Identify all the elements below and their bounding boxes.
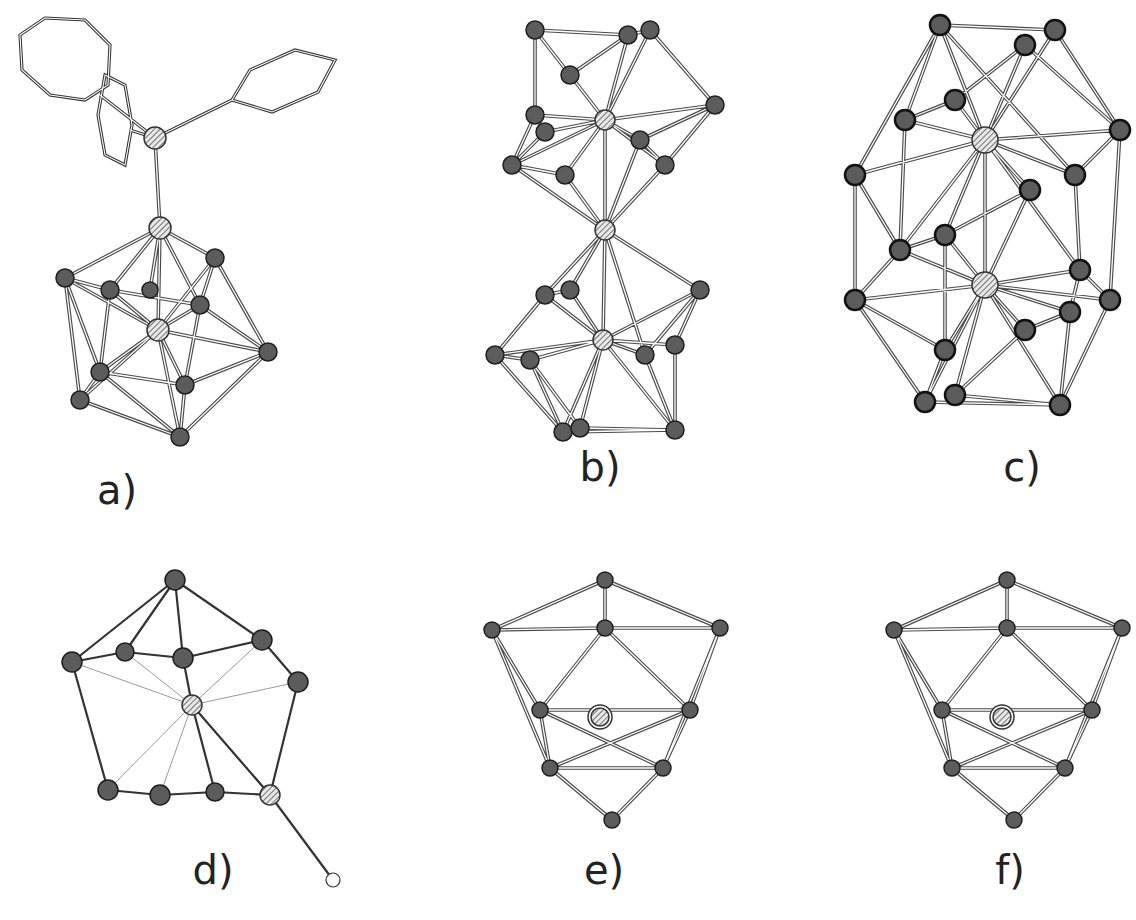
- structure-b: [486, 21, 724, 441]
- panel-label: c): [1003, 445, 1041, 489]
- panel-label: a): [97, 468, 137, 512]
- structure-e: [484, 572, 728, 828]
- structure-f: [886, 572, 1130, 828]
- panel-label: b): [580, 445, 621, 489]
- structure-a: [20, 18, 335, 446]
- structure-d: [62, 570, 340, 887]
- panel-label: e): [584, 848, 624, 892]
- panel-label: f): [995, 848, 1025, 892]
- panel-label: d): [193, 848, 234, 892]
- structure-c: [845, 15, 1130, 415]
